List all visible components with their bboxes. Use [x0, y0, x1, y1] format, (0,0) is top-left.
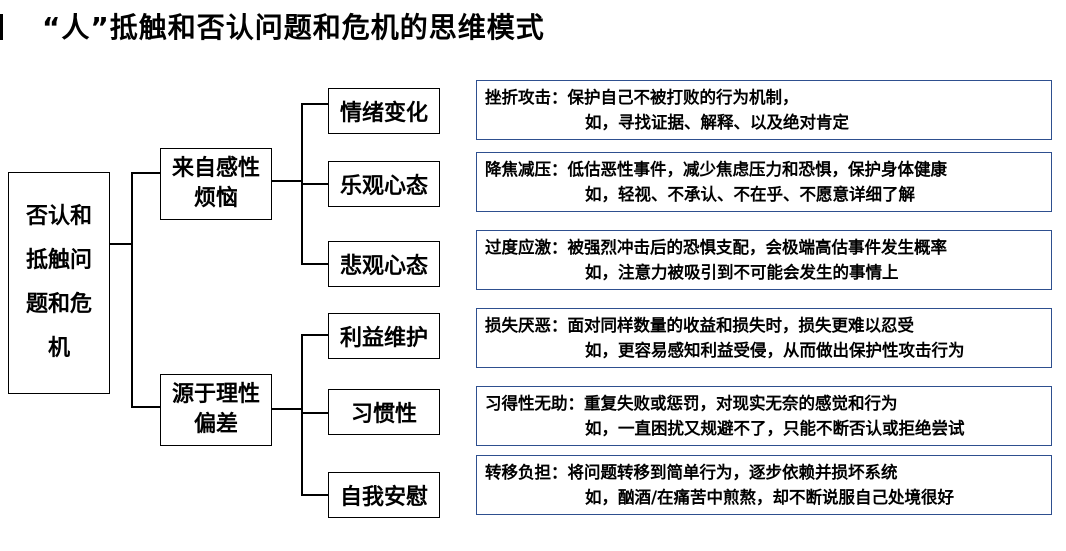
branch-2-to-leaf-1: [301, 334, 328, 336]
root-node: 否认和抵触问题和危机: [8, 172, 110, 394]
description-line-1: 转移负担：将问题转移到简单行为，逐步依赖并损坏系统: [485, 463, 898, 482]
branch-1-to-leaf-1: [301, 103, 328, 105]
leaf-node: 自我安慰: [328, 472, 440, 518]
leaf-label: 利益维护: [339, 326, 428, 351]
leaf-label: 乐观心态: [339, 174, 428, 199]
branch-label: 源于理性偏差: [171, 382, 260, 437]
description-line-1: 习得性无助：重复失败或惩罚，对现实无奈的感觉和行为: [485, 394, 898, 413]
root-trunk: [131, 172, 133, 408]
branch-node-rational: 源于理性偏差: [160, 374, 272, 446]
description-box: 转移负担：将问题转移到简单行为，逐步依赖并损坏系统 如，酗酒/在痛苦中煎熬，却不…: [476, 455, 1052, 515]
description-box: 降焦减压：低估恶性事件，减少焦虑压力和恐惧，保护身体健康 如，轻视、不承认、不在…: [476, 152, 1052, 212]
trunk-to-branch-1: [131, 172, 160, 174]
description-box: 习得性无助：重复失败或惩罚，对现实无奈的感觉和行为 如，一直困扰又规避不了，只能…: [476, 386, 1052, 446]
description-line-1: 挫折攻击：保护自己不被打败的行为机制，: [485, 88, 799, 107]
description-line-2: 如，寻找证据、解释、以及绝对肯定: [585, 113, 849, 132]
leaf-label: 悲观心态: [339, 254, 428, 279]
description-line-1: 降焦减压：低估恶性事件，减少焦虑压力和恐惧，保护身体健康: [485, 160, 947, 179]
description-box: 损失厌恶：面对同样数量的收益和损失时，损失更难以忍受 如，更容易感知利益受侵，从…: [476, 308, 1052, 368]
description-box: 过度应激：被强烈冲击后的恐惧支配，会极端高估事件发生概率 如，注意力被吸引到不可…: [476, 230, 1052, 290]
description-line-2: 如，酗酒/在痛苦中煎熬，却不断说服自己处境很好: [585, 488, 955, 507]
trunk-to-branch-2: [131, 406, 160, 408]
branch-1-connector: [272, 180, 302, 182]
description-line-1: 过度应激：被强烈冲击后的恐惧支配，会极端高估事件发生概率: [485, 238, 947, 257]
description-line-2: 如，更容易感知利益受侵，从而做出保护性攻击行为: [585, 341, 965, 360]
leaf-node: 悲观心态: [328, 241, 440, 287]
leaf-label: 习惯性: [350, 402, 417, 427]
leaf-node: 乐观心态: [328, 161, 440, 207]
leaf-node: 利益维护: [328, 313, 440, 359]
root-connector: [110, 243, 132, 245]
branch-1-to-leaf-2: [301, 183, 328, 185]
branch-label: 来自感性烦恼: [171, 156, 260, 211]
branch-2-to-leaf-3: [301, 494, 328, 496]
leaf-node: 习惯性: [328, 389, 440, 435]
edge-mark: [0, 14, 3, 40]
branch-1-to-leaf-3: [301, 263, 328, 265]
branch-2-trunk: [301, 334, 303, 496]
description-line-2: 如，一直困扰又规避不了，只能不断否认或拒绝尝试: [585, 419, 965, 438]
page-title: “人”抵触和否认问题和危机的思维模式: [42, 11, 545, 44]
description-line-2: 如，轻视、不承认、不在乎、不愿意详细了解: [585, 185, 915, 204]
root-label: 否认和抵触问题和危机: [25, 204, 92, 361]
branch-2-connector: [272, 408, 302, 410]
leaf-label: 自我安慰: [339, 485, 428, 510]
description-line-1: 损失厌恶：面对同样数量的收益和损失时，损失更难以忍受: [485, 316, 914, 335]
branch-node-emotional: 来自感性烦恼: [160, 148, 272, 220]
leaf-node: 情绪变化: [328, 88, 440, 134]
description-line-2: 如，注意力被吸引到不可能会发生的事情上: [585, 263, 899, 282]
branch-2-to-leaf-2: [301, 412, 328, 414]
description-box: 挫折攻击：保护自己不被打败的行为机制， 如，寻找证据、解释、以及绝对肯定: [476, 80, 1052, 140]
leaf-label: 情绪变化: [339, 101, 428, 126]
